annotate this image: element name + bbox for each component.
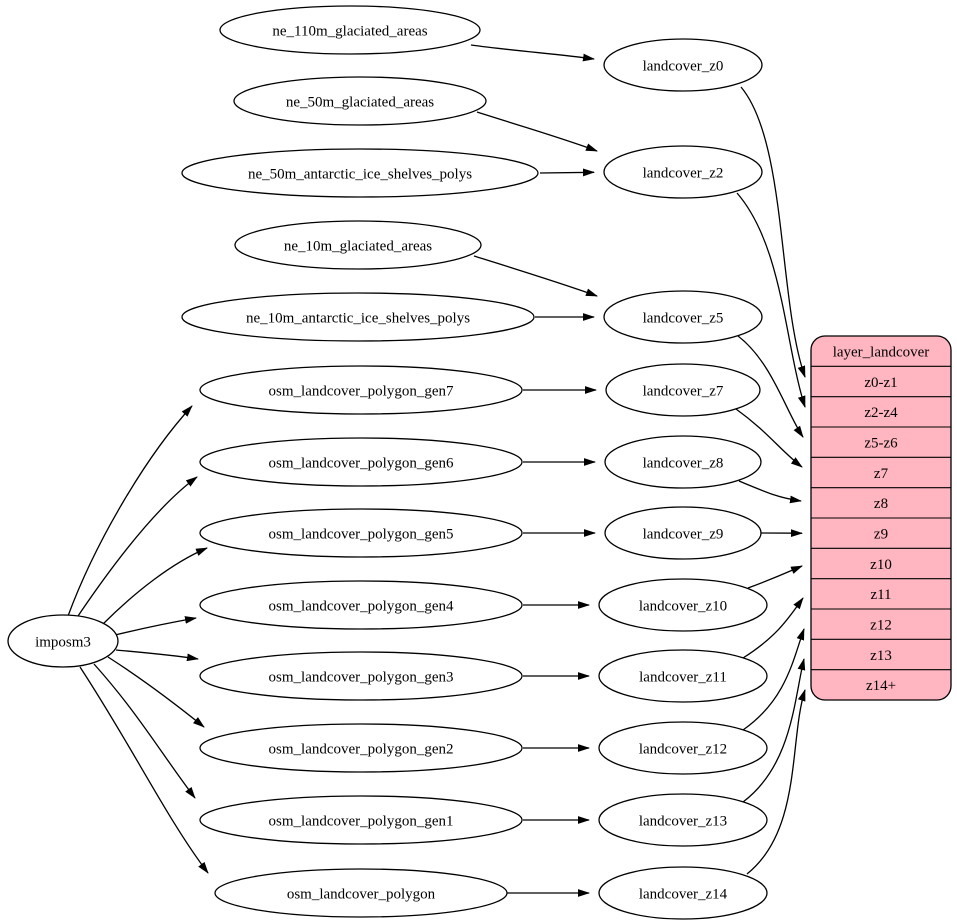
svg-text:ne_50m_antarctic_ice_shelves_p: ne_50m_antarctic_ice_shelves_polys [248, 166, 472, 182]
svg-text:osm_landcover_polygon_gen5: osm_landcover_polygon_gen5 [269, 526, 454, 542]
edge-imposm3-to-osm-landcover-polygon-gen4 [114, 616, 197, 636]
node-osm-landcover-polygon-gen3: osm_landcover_polygon_gen3 [199, 651, 523, 701]
edge-landcover-z14-to-row-z14plus [746, 689, 806, 875]
edge-landcover-z0-to-row-z0-z1 [740, 86, 806, 378]
node-osm-landcover-polygon: osm_landcover_polygon [214, 868, 508, 918]
node-osm-landcover-polygon-gen1: osm_landcover_polygon_gen1 [199, 795, 523, 845]
svg-text:landcover_z13: landcover_z13 [639, 813, 727, 829]
edge-imposm3-to-osm-landcover-polygon [79, 666, 209, 874]
svg-text:landcover_z12: landcover_z12 [639, 741, 727, 757]
node-landcover-z10: landcover_z10 [598, 578, 768, 632]
node-osm-landcover-polygon-gen7: osm_landcover_polygon_gen7 [199, 365, 523, 415]
table-row-z13: z13 [870, 648, 892, 664]
node-landcover-z13: landcover_z13 [598, 793, 768, 847]
node-osm-landcover-polygon-gen4: osm_landcover_polygon_gen4 [199, 580, 523, 630]
node-landcover-z12: landcover_z12 [598, 721, 768, 775]
edge-landcover-z11-to-row-z11 [742, 597, 804, 659]
edge-imposm3-to-osm-landcover-polygon-gen1 [93, 663, 196, 799]
node-osm-landcover-polygon-gen6: osm_landcover_polygon_gen6 [199, 437, 523, 487]
node-ne-10m-antarctic-ice-shelves-polys: ne_10m_antarctic_ice_shelves_polys [181, 292, 535, 342]
node-landcover-z14: landcover_z14 [598, 866, 768, 920]
svg-text:osm_landcover_polygon_gen3: osm_landcover_polygon_gen3 [269, 669, 454, 685]
node-ne-50m-glaciated-areas: ne_50m_glaciated_areas [233, 76, 487, 126]
svg-text:landcover_z9: landcover_z9 [643, 526, 724, 542]
edge-imposm3-to-osm-landcover-polygon-gen2 [107, 656, 205, 728]
svg-text:ne_10m_glaciated_areas: ne_10m_glaciated_areas [284, 238, 432, 254]
table-row-z2-z4: z2-z4 [864, 405, 898, 421]
edge-landcover-z13-to-row-z13 [742, 658, 806, 803]
node-landcover-z8: landcover_z8 [604, 435, 762, 489]
edge-ne-50m-glaciated-areas-to-landcover-z2 [476, 111, 598, 152]
svg-text:landcover_z8: landcover_z8 [643, 455, 724, 471]
edge-landcover-z7-to-row-z7 [735, 408, 803, 468]
node-ne-10m-glaciated-areas: ne_10m_glaciated_areas [234, 220, 482, 270]
node-landcover-z9: landcover_z9 [604, 506, 762, 560]
edge-imposm3-to-osm-landcover-polygon-gen6 [75, 476, 198, 620]
svg-text:landcover_z10: landcover_z10 [639, 598, 727, 614]
source-nodes: ne_110m_glaciated_areas ne_50m_glaciated… [181, 5, 539, 918]
table-row-z9: z9 [874, 526, 888, 542]
layer-landcover-table: layer_landcover z0-z1 z2-z4 z5-z6 z7 z8 … [810, 335, 952, 701]
svg-text:landcover_z5: landcover_z5 [643, 310, 724, 326]
node-imposm3: imposm3 [7, 614, 119, 668]
table-row-z10: z10 [870, 557, 892, 573]
table-row-z8: z8 [874, 496, 888, 512]
svg-text:ne_10m_antarctic_ice_shelves_p: ne_10m_antarctic_ice_shelves_polys [246, 310, 470, 326]
edge-landcover-z2-to-row-z2-z4 [736, 192, 806, 408]
svg-text:osm_landcover_polygon_gen1: osm_landcover_polygon_gen1 [269, 813, 454, 829]
svg-text:landcover_z7: landcover_z7 [643, 383, 724, 399]
edge-landcover-z5-to-row-z5-z6 [737, 335, 804, 438]
svg-text:landcover_z14: landcover_z14 [639, 886, 728, 902]
svg-text:osm_landcover_polygon_gen7: osm_landcover_polygon_gen7 [269, 383, 454, 399]
svg-text:osm_landcover_polygon_gen2: osm_landcover_polygon_gen2 [269, 741, 454, 757]
node-landcover-z0: landcover_z0 [603, 38, 763, 92]
table-row-z14plus: z14+ [866, 678, 896, 694]
edge-imposm3-to-osm-landcover-polygon-gen7 [67, 405, 193, 617]
node-osm-landcover-polygon-gen5: osm_landcover_polygon_gen5 [199, 508, 523, 558]
node-osm-landcover-polygon-gen2: osm_landcover_polygon_gen2 [199, 723, 523, 773]
edge-landcover-z8-to-row-z8 [738, 480, 802, 504]
svg-text:ne_110m_glaciated_areas: ne_110m_glaciated_areas [272, 23, 427, 39]
edge-imposm3-to-osm-landcover-polygon-gen5 [101, 547, 208, 626]
layer-table-header: layer_landcover [833, 344, 930, 360]
edge-ne-110m-glaciated-areas-to-landcover-z0 [470, 44, 595, 62]
svg-text:osm_landcover_polygon_gen6: osm_landcover_polygon_gen6 [269, 455, 454, 471]
table-row-z7: z7 [874, 466, 889, 482]
landcover-view-nodes: landcover_z0 landcover_z2 landcover_z5 l… [598, 38, 768, 920]
node-landcover-z5: landcover_z5 [603, 290, 763, 344]
node-landcover-z7: landcover_z7 [605, 363, 761, 417]
svg-text:imposm3: imposm3 [35, 634, 91, 650]
table-row-z0-z1: z0-z1 [864, 375, 897, 391]
edge-landcover-z12-to-row-z12 [742, 628, 805, 731]
svg-text:ne_50m_glaciated_areas: ne_50m_glaciated_areas [286, 94, 434, 110]
edge-imposm3-to-osm-landcover-polygon-gen3 [115, 649, 199, 662]
node-landcover-z11: landcover_z11 [598, 649, 768, 703]
node-landcover-z2: landcover_z2 [603, 145, 763, 199]
node-ne-110m-glaciated-areas: ne_110m_glaciated_areas [219, 5, 481, 55]
svg-text:osm_landcover_polygon_gen4: osm_landcover_polygon_gen4 [269, 598, 454, 614]
edge-landcover-z10-to-row-z10 [747, 565, 803, 589]
table-row-z12: z12 [870, 617, 892, 633]
edge-ne-50m-antarctic-ice-shelves-polys-to-landcover-z2 [539, 168, 595, 177]
table-row-z11: z11 [870, 587, 891, 603]
svg-text:osm_landcover_polygon: osm_landcover_polygon [287, 886, 436, 902]
svg-text:landcover_z11: landcover_z11 [639, 669, 727, 685]
edges [67, 44, 806, 897]
edge-ne-10m-glaciated-areas-to-landcover-z5 [473, 255, 598, 297]
svg-text:landcover_z0: landcover_z0 [643, 58, 724, 74]
node-ne-50m-antarctic-ice-shelves-polys: ne_50m_antarctic_ice_shelves_polys [181, 148, 539, 198]
svg-text:landcover_z2: landcover_z2 [643, 165, 724, 181]
table-row-z5-z6: z5-z6 [864, 435, 898, 451]
